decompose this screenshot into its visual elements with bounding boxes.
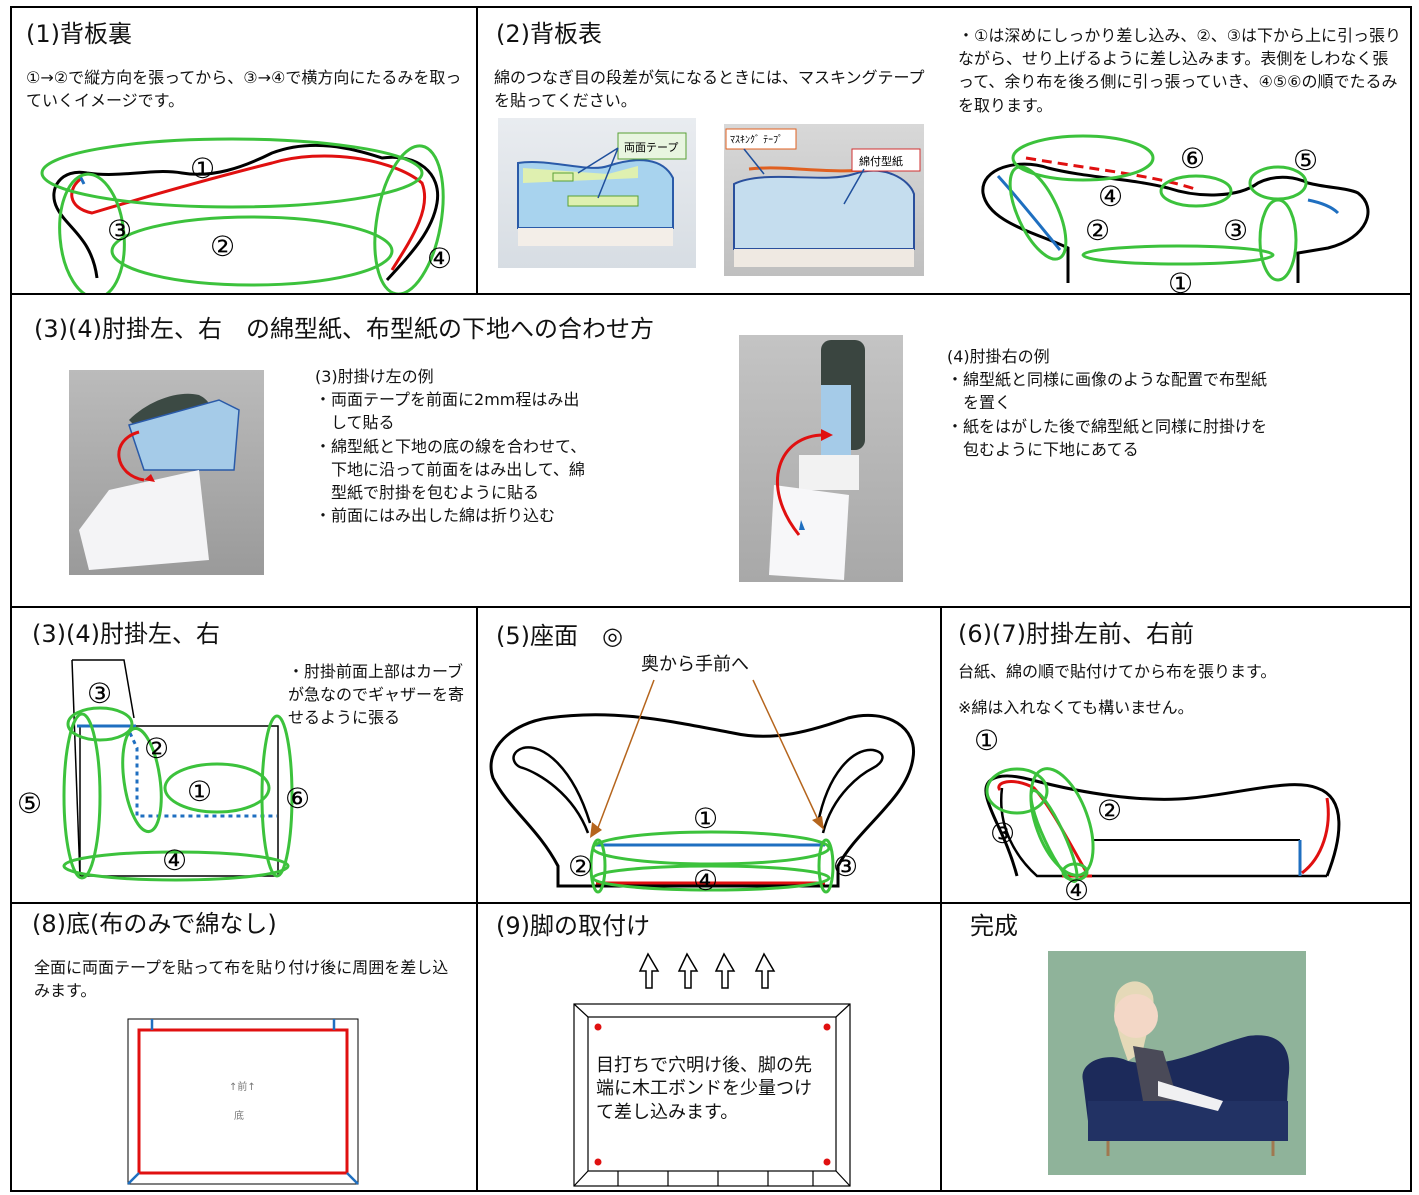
label-3: ③ (107, 214, 132, 247)
section-text: 綿のつなぎ目の段差が気になるときには、マスキングテープを貼ってください。 (494, 68, 925, 111)
line: ・綿型紙と下地の底の線を合わせて、 (315, 436, 587, 456)
section-title: (9)脚の取付け (496, 912, 650, 940)
grid-border-top (10, 6, 1412, 8)
line: ・前面にはみ出した綿は折り込む (315, 506, 556, 526)
section-title: (3)(4)肘掛左、右 (32, 620, 220, 648)
grid-border-right (1410, 6, 1412, 1192)
section-armrest-pattern: (3)(4)肘掛左、右 の綿型紙、布型紙の下地への合わせ方 (3)肘掛け左の例 … (12, 295, 1410, 606)
label-2: ② (568, 850, 593, 883)
label-3: ③ (1223, 214, 1248, 247)
front-mark: ↑前↑ (229, 1080, 256, 1093)
seat-diagram: ① ② ③ ④ (489, 679, 916, 897)
armrest-right-instructions: (4)肘掛右の例 ・綿型紙と同様に画像のような配置で布型紙 を置く ・紙をはがし… (947, 345, 1377, 461)
callout-masking: ﾏｽｷﾝｸﾞ ﾃｰﾌﾟ (730, 134, 783, 146)
photo-double-tape: 両面テープ (498, 118, 696, 268)
line: 包むように下地にあてる (947, 439, 1139, 459)
section-text: ①→②で縦方向を張ってから、③→④で横方向にたるみを取っていくイメージです。 (26, 68, 462, 111)
grid-vline-row1 (476, 6, 478, 294)
line: (4)肘掛右の例 (947, 347, 1050, 366)
label-1: ① (187, 775, 212, 808)
line: して貼る (315, 413, 395, 433)
armrest-diagram: ① ② ③ ④ ⑤ ⑥ (17, 659, 310, 882)
photo-armrest-right (739, 335, 903, 582)
section-title: (1)背板裏 (26, 20, 132, 48)
section-title: (5)座面 ◎ (496, 622, 623, 650)
section-armrest: (3)(4)肘掛左、右 ・肘掛前面上部はカーブが急なのでギャザーを寄せるように張… (12, 608, 476, 902)
label-6: ⑥ (1180, 142, 1205, 175)
legs-diagram (573, 952, 851, 1187)
section-armrest-front: (6)(7)肘掛左前、右前 台紙、綿の順で貼付けてから布を張ります。 ※綿は入れ… (942, 608, 1410, 902)
section-seat: (5)座面 ◎ 奥から手前へ ① ② ③ ④ (478, 608, 940, 902)
label-4: ④ (1098, 180, 1123, 213)
photo-finished-sofa (1048, 951, 1306, 1175)
label-2: ② (144, 732, 169, 765)
label-4: ④ (1064, 874, 1089, 902)
label-5: ⑤ (1293, 144, 1318, 177)
armrest-front-diagram: ① ② ③ ④ (974, 724, 1341, 902)
section-back-inner: (1)背板裏 ①→②で縦方向を張ってから、③→④で横方向にたるみを取っていくイメ… (12, 8, 476, 293)
line: (3)肘掛け左の例 (315, 367, 434, 386)
line: 型紙で肘掛を包むように貼る (315, 482, 540, 502)
label-3: ③ (87, 677, 112, 710)
label-3: ③ (990, 817, 1015, 850)
label-4: ④ (693, 864, 718, 897)
armrest-note: ・肘掛前面上部はカーブが急なのでギャザーを寄せるように張る (288, 662, 465, 728)
photo-armrest-left (69, 370, 264, 575)
section-text-1: 台紙、綿の順で貼付けてから布を張ります。 (958, 662, 1277, 681)
grid-border-left (10, 6, 12, 1192)
line: を置く (947, 393, 1012, 413)
photo-masking-tape: ﾏｽｷﾝｸﾞ ﾃｰﾌﾟ 綿付型紙 (724, 124, 924, 276)
legs-instructions: 目打ちで穴明け後、脚の先端に木工ボンドを少量つけて差し込みます。 (596, 1055, 812, 1123)
callout-tape: 両面テープ (624, 141, 678, 154)
section-text-2: ※綿は入れなくても構いません。 (958, 698, 1194, 717)
label-6: ⑥ (285, 782, 310, 815)
armrest-left-instructions: (3)肘掛け左の例 ・両面テープを前面に2mm程はみ出 して貼る ・綿型紙と下地… (315, 365, 715, 527)
label-5: ⑤ (17, 787, 42, 820)
section-text: 全面に両面テープを貼って布を貼り付け後に周囲を差し込みます。 (34, 958, 449, 1001)
section-title: (2)背板表 (496, 20, 602, 48)
section-title: (6)(7)肘掛左前、右前 (958, 620, 1194, 648)
section-title: (8)底(布のみで綿なし) (32, 910, 277, 938)
grid-vline-row34-a (476, 607, 478, 1191)
sofa-back-diagram: ① ② ③ ④ (40, 137, 452, 293)
label-4: ④ (427, 242, 452, 275)
section-complete: 完成 (942, 904, 1410, 1190)
grid-line-2 (10, 606, 1412, 608)
line: 下地に沿って前面をはみ出して、綿 (315, 459, 585, 479)
label-1: ① (693, 802, 718, 835)
section-title: 完成 (970, 912, 1018, 940)
bottom-diagram: ↑前↑ 底 (127, 1018, 359, 1185)
bottom-mark: 底 (234, 1109, 244, 1122)
section-legs: (9)脚の取付け 目打ちで穴明け後、脚の先端に木工ボンドを少量つけ (478, 904, 940, 1190)
label-2: ② (210, 230, 235, 263)
grid-line-3 (10, 902, 1412, 904)
sofa-front-diagram: ① ② ③ ④ ⑤ ⑥ (981, 134, 1370, 293)
label-1: ① (1168, 267, 1193, 293)
grid-line-1 (10, 293, 1412, 295)
arrow-text: 奥から手前へ (641, 654, 749, 675)
callout-cotton: 綿付型紙 (859, 154, 903, 168)
line: ・紙をはがした後で綿型紙と同様に肘掛けを (947, 416, 1268, 436)
line: ・両面テープを前面に2mm程はみ出 (315, 390, 580, 410)
label-1: ① (974, 724, 999, 757)
line: ・綿型紙と同様に画像のような配置で布型紙 (947, 370, 1268, 390)
label-2: ② (1097, 794, 1122, 827)
instruction-text: ・①は深めにしっかり差し込み、②、③は下から上に引っ張りながら、せり上げるように… (958, 26, 1402, 115)
label-1: ① (190, 152, 215, 185)
section-bottom: (8)底(布のみで綿なし) 全面に両面テープを貼って布を貼り付け後に周囲を差し込… (12, 904, 476, 1190)
grid-border-bottom (10, 1190, 1412, 1192)
label-2: ② (1085, 214, 1110, 247)
section-back-outer: (2)背板表 綿のつなぎ目の段差が気になるときには、マスキングテープを貼ってくだ… (478, 8, 1410, 293)
grid-vline-row34-b (940, 607, 942, 1191)
section-title: (3)(4)肘掛左、右 の綿型紙、布型紙の下地への合わせ方 (34, 315, 654, 343)
label-4: ④ (162, 844, 187, 877)
label-3: ③ (833, 850, 858, 883)
